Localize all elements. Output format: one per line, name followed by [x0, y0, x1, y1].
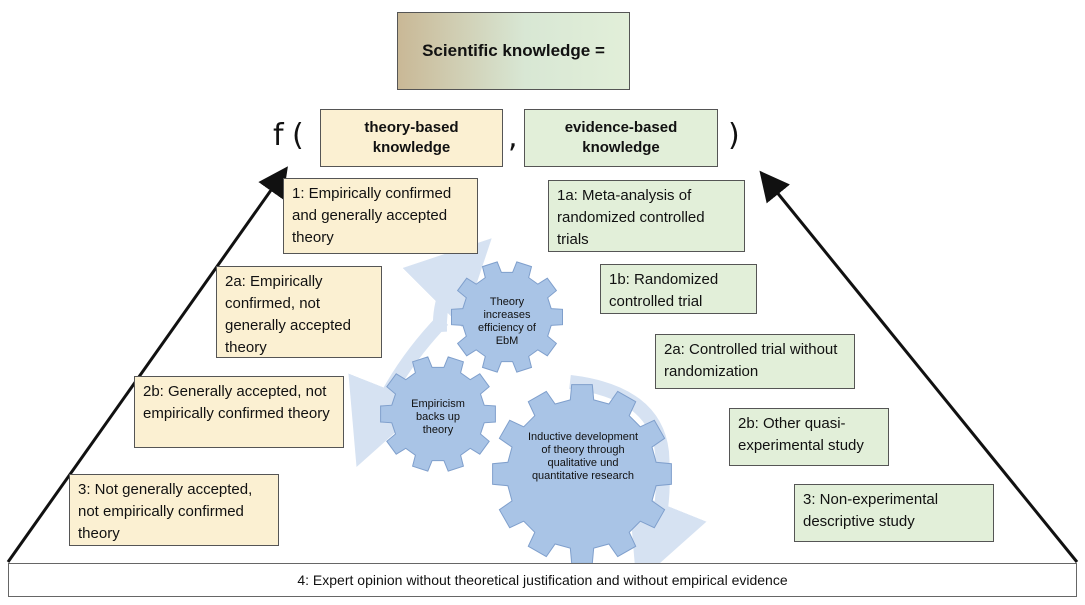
theory-level-3: 3: Not generally accepted, not empirical… — [69, 474, 279, 546]
gear-right-shape — [492, 384, 672, 564]
gear-theory-efficiency — [451, 261, 563, 373]
right-pyramid-arrow — [759, 170, 1079, 563]
open-parenthesis: ( — [292, 118, 304, 153]
evidence-level-2b: 2b: Other quasi-experimental study — [729, 408, 889, 466]
theory-level-2b: 2b: Generally accepted, not empirically … — [134, 376, 344, 448]
close-parenthesis: ) — [728, 118, 740, 153]
gear-left-shape — [380, 356, 496, 472]
evidence-level-1b: 1b: Randomized controlled trial — [600, 264, 757, 314]
scientific-knowledge-box: Scientific knowledge = — [397, 12, 630, 90]
comma-separator: , — [508, 120, 518, 155]
expert-opinion-base: 4: Expert opinion without theoretical ju… — [8, 563, 1077, 597]
gear-inductive-development — [492, 384, 672, 564]
gear-empiricism — [380, 356, 496, 472]
theory-level-1: 1: Empirically confirmed and generally a… — [283, 178, 478, 254]
evidence-level-3: 3: Non-experimental descriptive study — [794, 484, 994, 542]
theory-level-2a: 2a: Empirically confirmed, not generally… — [216, 266, 382, 358]
cycle-arrow-left — [348, 315, 449, 468]
gear-right-label: Inductive development of theory through … — [527, 431, 639, 482]
evidence-based-knowledge-box: evidence-based knowledge — [524, 109, 718, 167]
gear-top-label: Theory increases efficiency of EbM — [478, 296, 536, 347]
evidence-level-2a: 2a: Controlled trial without randomizati… — [655, 334, 855, 389]
theory-based-knowledge-box: theory-based knowledge — [320, 109, 503, 167]
function-symbol: f — [273, 118, 284, 153]
evidence-level-1a: 1a: Meta-analysis of randomized controll… — [548, 180, 745, 252]
gear-left-label: Empiricism backs up theory — [411, 398, 465, 436]
left-pyramid-arrow — [6, 166, 288, 563]
cycle-arrow-top — [402, 238, 492, 333]
gear-top-shape — [451, 261, 563, 373]
